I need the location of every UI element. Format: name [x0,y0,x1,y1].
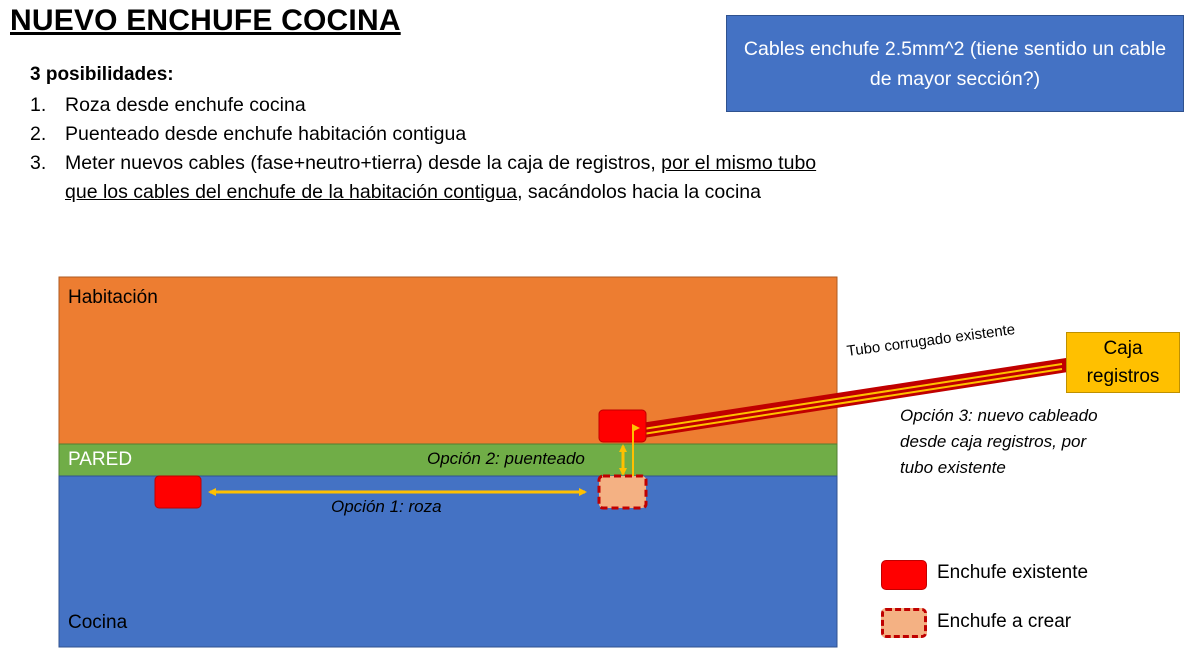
option3-label: Opción 3: nuevo cableado desde caja regi… [900,403,1098,481]
tubo-corrugado [628,358,1068,440]
option-item-3-continuation: que los cables del enchufe de la habitac… [65,178,761,206]
option-text: , sacándolos hacia la cocina [517,181,761,203]
option-text: Meter nuevos cables (fase+neutro+tierra)… [65,152,662,174]
pared-label: PARED [68,449,133,470]
option1-label: Opción 1: roza [331,497,442,516]
option-number: 2. [30,123,47,145]
page-title: NUEVO ENCHUFE COCINA [10,4,401,37]
enchufe-existente-habitacion [598,409,647,443]
option-item-1: 1. Roza desde enchufe cocina [30,91,306,119]
option2-label: Opción 2: puenteado [427,449,585,468]
legend-existing-swatch [881,560,927,590]
habitacion-label: Habitación [68,287,158,308]
option-number: 1. [30,94,47,116]
option-item-2: 2. Puenteado desde enchufe habitación con… [30,120,466,148]
option-text: Puenteado desde enchufe habitación conti… [65,123,467,145]
option3-label-line: tubo existente [900,458,1006,477]
option-text-underlined: que los cables del enchufe de la habitac… [65,181,518,203]
option3-label-line: Opción 3: nuevo cableado [900,406,1098,425]
caja-registros-box: Caja registros [1066,332,1180,393]
pared-region [58,443,838,477]
cable-note-text: Cables enchufe 2.5mm^2 (tiene sentido un… [743,37,1167,90]
options-heading: 3 posibilidades: [30,64,174,85]
legend-new-swatch [881,608,927,638]
cocina-label: Cocina [68,612,128,633]
option-text-underlined: por el mismo tubo [661,152,817,174]
legend-new-label: Enchufe a crear [937,611,1072,632]
enchufe-existente-cocina [154,475,202,509]
option-text: Roza desde enchufe cocina [65,94,306,116]
caja-registros-label: Caja registros [1086,337,1160,387]
enchufe-a-crear [597,474,648,510]
cable-note-box: Cables enchufe 2.5mm^2 (tiene sentido un… [726,15,1184,112]
option-number: 3. [30,152,47,174]
option-item-3: 3. Meter nuevos cables (fase+neutro+tierr… [30,149,816,177]
option3-arrow [632,424,640,476]
legend-existing-label: Enchufe existente [937,562,1089,583]
option3-label-line: desde caja registros, por [900,432,1087,451]
